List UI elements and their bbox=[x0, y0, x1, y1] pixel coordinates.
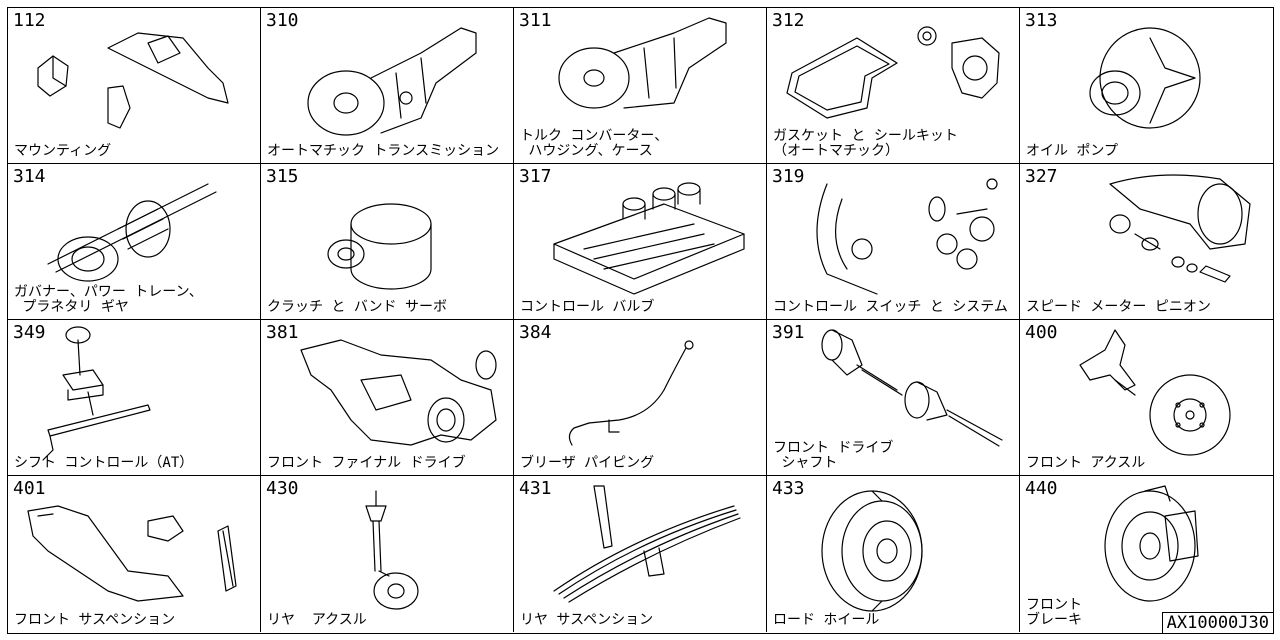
category-label: オートマチック トランスミッション bbox=[267, 143, 500, 159]
category-code: 400 bbox=[1025, 322, 1058, 343]
category-code: 384 bbox=[519, 322, 552, 343]
category-cell-440[interactable]: 440 フロント ブレーキ bbox=[1020, 476, 1273, 632]
category-label: マウンティング bbox=[14, 143, 112, 159]
category-label: フロント サスペンション bbox=[14, 612, 176, 628]
category-label: リヤ サスペンション bbox=[520, 612, 654, 628]
category-cell-312[interactable]: 312 ガスケット と シールキット （オートマチック） bbox=[767, 8, 1020, 164]
category-code: 112 bbox=[13, 10, 46, 31]
speedometer-pinion-icon bbox=[1109, 174, 1251, 283]
category-cell-327[interactable]: 327 スピード メーター ピニオン bbox=[1020, 164, 1273, 320]
category-cell-311[interactable]: 311 トルク コンバーター、 ハウジング、ケース bbox=[514, 8, 767, 164]
category-cell-433[interactable]: 433 ロード ホイール bbox=[767, 476, 1020, 632]
category-cell-319[interactable]: 319 コントロール スイッチ と システム bbox=[767, 164, 1020, 320]
category-code: 314 bbox=[13, 166, 46, 187]
category-label: ロード ホイール bbox=[773, 612, 880, 628]
breather-pipe-icon bbox=[568, 340, 694, 446]
control-switch-icon bbox=[816, 178, 998, 295]
category-cell-349[interactable]: 349 シフト コントロール（AT） bbox=[8, 320, 261, 476]
category-label: フロント ドライブ シャフト bbox=[773, 440, 894, 471]
rear-strut-icon bbox=[365, 490, 419, 610]
category-label: ガバナー、パワー トレーン、 プラネタリ ギヤ bbox=[14, 284, 203, 315]
category-code: 401 bbox=[13, 478, 46, 499]
torque-converter-housing-icon bbox=[558, 17, 727, 109]
category-cell-430[interactable]: 430 リヤ アクスル bbox=[261, 476, 514, 632]
category-cell-391[interactable]: 391 フロント ドライブ シャフト bbox=[767, 320, 1020, 476]
category-code: 327 bbox=[1025, 166, 1058, 187]
front-axle-icon bbox=[1079, 329, 1231, 456]
category-code: 391 bbox=[772, 322, 805, 343]
mounting-bracket-icon bbox=[37, 32, 229, 129]
category-code: 433 bbox=[772, 478, 805, 499]
category-code: 381 bbox=[266, 322, 299, 343]
category-label: コントロール バルブ bbox=[520, 299, 655, 315]
category-code: 313 bbox=[1025, 10, 1058, 31]
drive-shaft-icon bbox=[821, 329, 1003, 447]
category-cell-314[interactable]: 314 ガバナー、パワー トレーン、 プラネタリ ギヤ bbox=[8, 164, 261, 320]
control-valve-icon bbox=[553, 182, 745, 295]
category-code: 430 bbox=[266, 478, 299, 499]
clutch-drum-icon bbox=[327, 203, 432, 290]
oil-pump-icon bbox=[1089, 27, 1201, 129]
category-code: 310 bbox=[266, 10, 299, 31]
governor-gear-icon bbox=[47, 183, 217, 282]
category-code: 311 bbox=[519, 10, 552, 31]
category-label: コントロール スイッチ と システム bbox=[773, 299, 1008, 315]
category-label: クラッチ と バンド サーボ bbox=[267, 299, 447, 315]
category-label: リヤ アクスル bbox=[267, 612, 367, 628]
leaf-spring-icon bbox=[553, 485, 741, 603]
brake-disc-icon bbox=[1104, 485, 1199, 602]
suspension-member-icon bbox=[27, 505, 237, 602]
transmission-icon bbox=[307, 27, 477, 136]
category-label: トルク コンバーター、 ハウジング、ケース bbox=[520, 128, 669, 159]
road-wheel-icon bbox=[821, 490, 923, 612]
category-cell-315[interactable]: 315 クラッチ と バンド サーボ bbox=[261, 164, 514, 320]
category-cell-317[interactable]: 317 コントロール バルブ bbox=[514, 164, 767, 320]
gasket-kit-icon bbox=[786, 26, 1000, 119]
category-label: ブリーザ パイピング bbox=[520, 455, 655, 471]
category-code: 440 bbox=[1025, 478, 1058, 499]
category-code: 431 bbox=[519, 478, 552, 499]
category-label: スピード メーター ピニオン bbox=[1026, 299, 1211, 315]
category-cell-310[interactable]: 310 オートマチック トランスミッション bbox=[261, 8, 514, 164]
category-code: 319 bbox=[772, 166, 805, 187]
diagram-reference-code: AX10000J30 bbox=[1161, 612, 1274, 634]
shift-lever-icon bbox=[42, 326, 151, 461]
category-cell-313[interactable]: 313 オイル ポンプ bbox=[1020, 8, 1273, 164]
category-cell-381[interactable]: 381 フロント ファイナル ドライブ bbox=[261, 320, 514, 476]
category-label: オイル ポンプ bbox=[1026, 143, 1119, 159]
category-label: フロント ファイナル ドライブ bbox=[267, 455, 466, 471]
category-label: シフト コントロール（AT） bbox=[14, 455, 194, 471]
final-drive-icon bbox=[300, 339, 497, 446]
category-code: 317 bbox=[519, 166, 552, 187]
category-label: フロント ブレーキ bbox=[1026, 597, 1082, 628]
parts-category-grid: 112 マウンティング 310 オートマチック トランスミッション 311 トルク コンバ… bbox=[7, 7, 1274, 634]
category-cell-384[interactable]: 384 ブリーザ パイピング bbox=[514, 320, 767, 476]
category-code: 315 bbox=[266, 166, 299, 187]
category-code: 349 bbox=[13, 322, 46, 343]
category-cell-431[interactable]: 431 リヤ サスペンション bbox=[514, 476, 767, 632]
category-cell-401[interactable]: 401 フロント サスペンション bbox=[8, 476, 261, 632]
category-cell-112[interactable]: 112 マウンティング bbox=[8, 8, 261, 164]
category-code: 312 bbox=[772, 10, 805, 31]
category-cell-400[interactable]: 400 フロント アクスル bbox=[1020, 320, 1273, 476]
category-label: フロント アクスル bbox=[1026, 455, 1146, 471]
category-label: ガスケット と シールキット （オートマチック） bbox=[773, 128, 958, 159]
